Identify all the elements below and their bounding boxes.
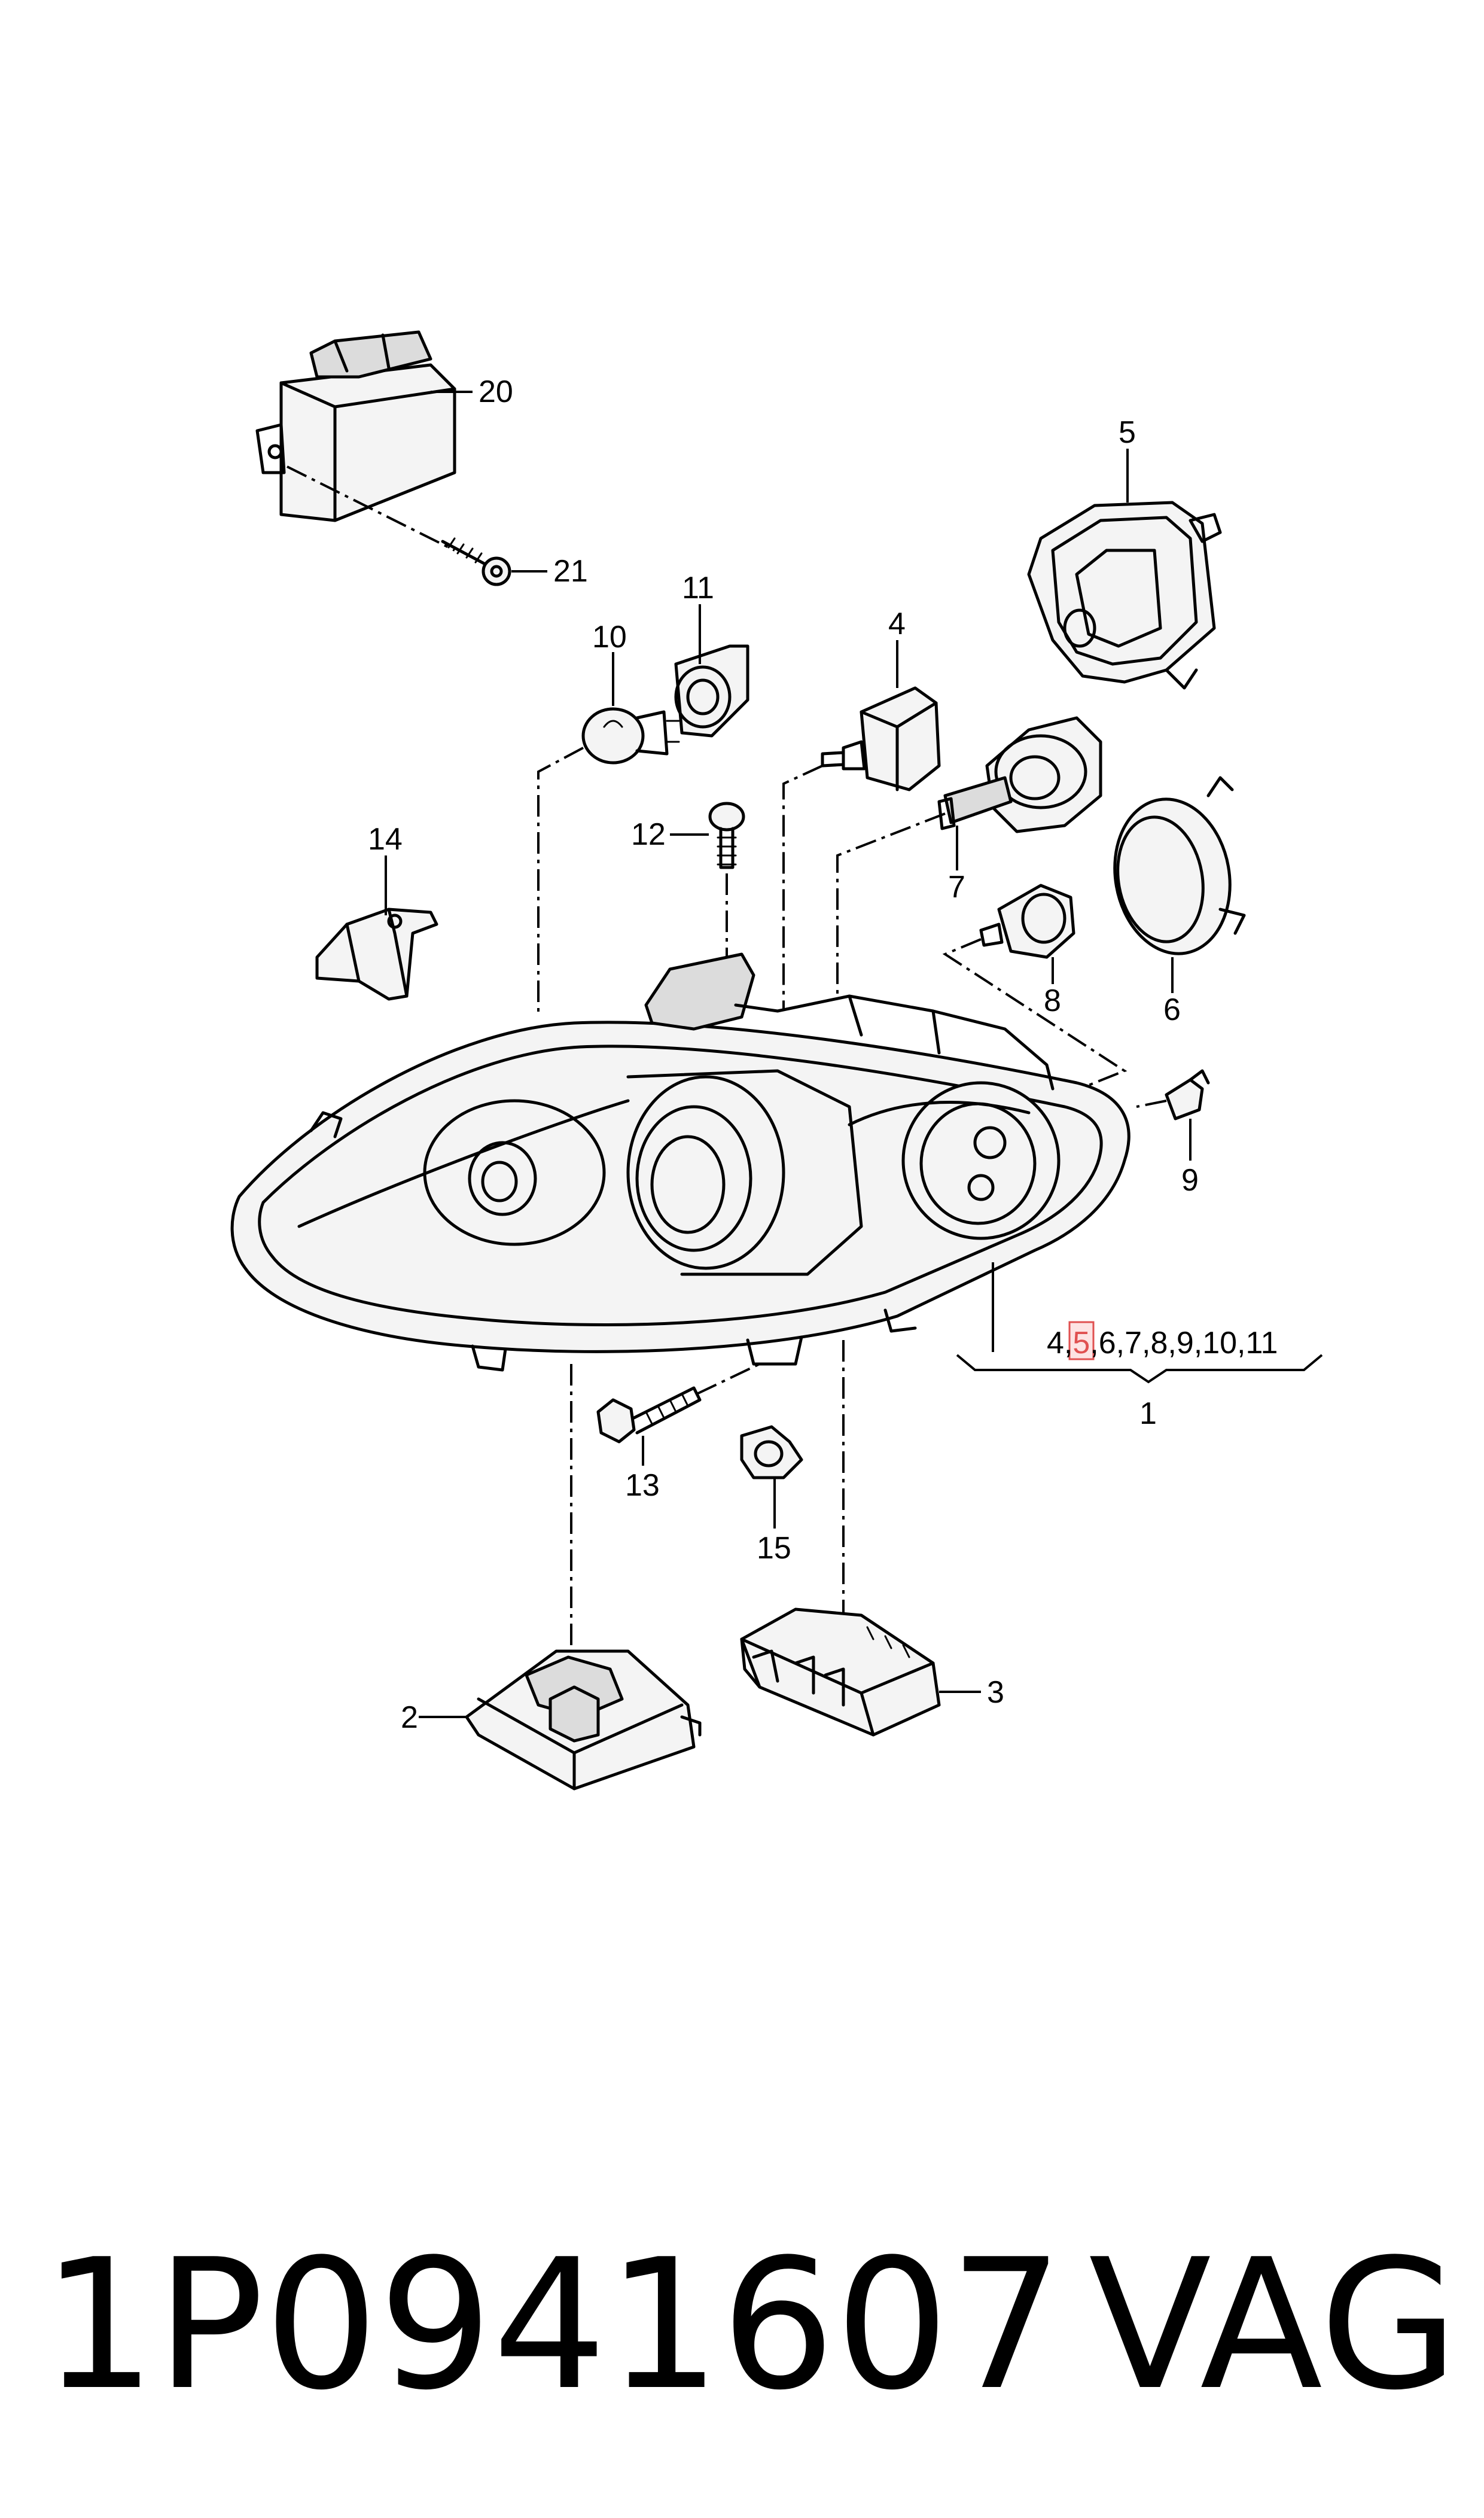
control-unit-part-3 [740, 1607, 941, 1737]
callout-10: 10 [592, 620, 627, 654]
screw-part-21 [287, 465, 511, 586]
callout-1: 1 [1139, 1396, 1157, 1431]
screw-part-12 [708, 802, 745, 869]
callout-21: 21 [553, 554, 588, 589]
bracket-part-14 [315, 908, 438, 1001]
assembly-list-suffix: ,6,7,8,9,10,11 [1090, 1326, 1278, 1360]
dash-8 [942, 938, 1128, 1096]
dash-10 [537, 747, 584, 1017]
cover-part-5 [1027, 501, 1222, 690]
assembly-list: 4,5,6,7,8,9,10,11 [1047, 1326, 1278, 1360]
retaining-ring-part-6 [1113, 776, 1246, 955]
bolt-part-13 [596, 1363, 760, 1444]
brand-caption: VAG [1089, 2221, 1458, 2429]
callout-6: 6 [1163, 992, 1181, 1027]
bulb-holder-part-11 [674, 644, 749, 738]
callout-14: 14 [368, 822, 403, 857]
callout-12: 12 [631, 817, 666, 852]
callout-8: 8 [1044, 984, 1061, 1018]
callout-13: 13 [625, 1468, 660, 1503]
dash-9 [1136, 1100, 1167, 1108]
ballast-part-2 [465, 1649, 702, 1791]
bulb-part-10 [581, 707, 680, 765]
callout-9: 9 [1181, 1163, 1199, 1198]
callout-20: 20 [479, 374, 513, 409]
assembly-brace [956, 1262, 1323, 1384]
callout-7: 7 [948, 870, 965, 905]
clip-part-15 [740, 1425, 803, 1479]
callout-5: 5 [1119, 415, 1136, 450]
callout-15: 15 [757, 1531, 791, 1566]
dash-7 [836, 812, 946, 999]
xenon-bulb-part-7 [937, 716, 1102, 833]
assembly-list-prefix: 4, [1047, 1326, 1072, 1360]
control-module-part-20 [255, 330, 456, 522]
small-bulb-holder-part-8 [979, 884, 1075, 959]
callout-2: 2 [401, 1700, 418, 1735]
callout-4: 4 [888, 607, 906, 641]
callout-3: 3 [987, 1675, 1004, 1710]
dash-4 [782, 765, 823, 1011]
socket-part-4 [821, 686, 941, 791]
headlight-housing-part-1 [230, 952, 1130, 1372]
part-number-caption: 1P0941607 [42, 2221, 1064, 2429]
wedge-bulb-part-9 [1165, 1069, 1210, 1121]
assembly-list-highlight: 5 [1072, 1326, 1090, 1360]
highlight-box-5 [1068, 1321, 1095, 1360]
callout-11: 11 [682, 571, 714, 605]
